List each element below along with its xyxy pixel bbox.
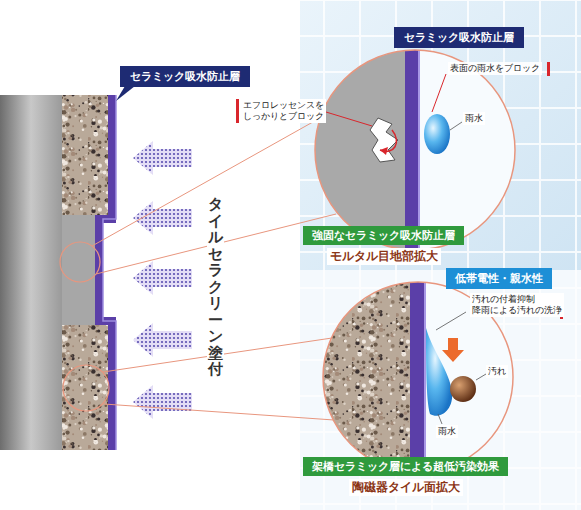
part-label: 雨水	[463, 112, 485, 125]
wash-arrow	[442, 338, 464, 362]
callout-bar	[547, 62, 550, 76]
callout-bar	[236, 99, 239, 123]
tile-background	[300, 0, 581, 270]
leader-line	[432, 74, 446, 112]
label-pointer	[116, 86, 135, 101]
result-band: 強固なセラミック吸水防止層モルタル目地部拡大	[303, 226, 464, 265]
label-text: 架橋セラミック層による超低汚染効果	[303, 457, 508, 476]
tile-section	[62, 325, 108, 450]
leader-line	[104, 404, 334, 420]
zoom-circle-outline	[315, 50, 515, 250]
crack	[370, 118, 398, 162]
layer-label: 低帯電性・親水性	[446, 268, 552, 289]
result-band: 架橋セラミック層による超低汚染効果陶磁器タイル面拡大	[303, 457, 508, 496]
zoom-heading: モルタル目地部拡大	[327, 248, 441, 265]
leader-line	[438, 414, 442, 424]
layer-label: セラミック吸水防止層	[394, 27, 524, 48]
part-label: 汚れ	[486, 365, 508, 378]
tile-section	[62, 95, 108, 215]
layer-label: セラミック吸水防止層	[120, 66, 250, 87]
mortar-joint	[62, 215, 95, 325]
leader-line	[476, 374, 486, 380]
coating-arrow	[133, 261, 192, 295]
coating-arrow	[133, 323, 192, 357]
tile-grid	[300, 0, 581, 270]
callout-text: 表面の雨水をブロック	[448, 62, 542, 75]
ceramic-layer-edge	[103, 95, 116, 450]
leader-line	[436, 312, 466, 330]
block-arrow	[380, 130, 396, 151]
label-text: セラミック吸水防止層	[394, 27, 524, 48]
tile-background	[300, 270, 581, 510]
coating-arrow	[133, 141, 192, 175]
arrowhead	[380, 147, 388, 155]
coating-arrow	[133, 385, 192, 419]
raindrop	[424, 114, 450, 154]
label-text: 強固なセラミック吸水防止層	[303, 226, 464, 245]
label-text: セラミック吸水防止層	[120, 66, 250, 87]
part-label: 雨水	[436, 425, 458, 438]
callout-text: エフロレッセンスを しっかりとブロック	[241, 99, 326, 123]
leader-line	[450, 122, 462, 130]
zoom-heading: 陶磁器タイル面拡大	[349, 479, 463, 496]
dirt	[450, 376, 476, 402]
callout-text: 汚れの付着抑制 降雨による汚れの洗浄	[470, 293, 564, 317]
label-text: 低帯電性・親水性	[446, 268, 552, 289]
zoom-marker	[63, 365, 109, 411]
zoom-marker	[60, 242, 100, 282]
tile-grid	[300, 270, 581, 510]
substrate	[0, 95, 62, 450]
leader-line	[326, 112, 372, 126]
coating-label: タイルセラクリーン塗付	[207, 194, 224, 380]
